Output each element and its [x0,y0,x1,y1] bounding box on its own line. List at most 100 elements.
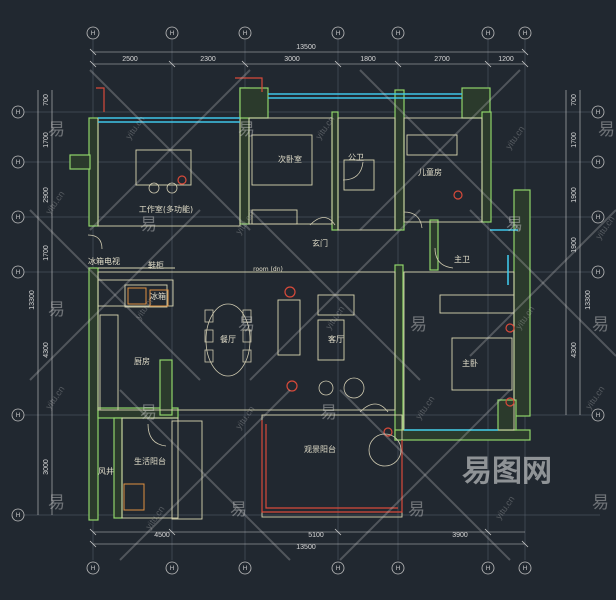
svg-text:易: 易 [238,120,255,140]
bottom-total-dimension: 13500 [296,544,316,551]
svg-text:H: H [16,160,20,166]
svg-text:易: 易 [592,493,609,513]
windows [98,93,518,431]
svg-text:H: H [596,270,600,276]
svg-text:易: 易 [506,215,523,235]
room-label-view-balcony: 观景阳台 [304,444,336,454]
svg-text:易: 易 [408,500,425,520]
room-label-living: 客厅 [328,334,344,344]
svg-text:H: H [91,31,95,37]
svg-text:yitu.cn: yitu.cn [43,384,66,411]
left-dim-1: 700 [43,94,50,106]
top-dim-6: 1200 [498,56,514,63]
room-label-study: 工作室(多功能) [139,204,193,214]
right-dim-1: 700 [571,94,578,106]
right-dim-2: 1700 [571,132,578,148]
svg-text:易: 易 [598,120,615,140]
room-label-master-room: 主卧 [462,358,478,368]
svg-text:易: 易 [238,315,255,335]
svg-text:H: H [596,215,600,221]
left-dim-3: 2900 [43,187,50,203]
svg-text:yitu.cn: yitu.cn [493,494,516,521]
svg-text:H: H [396,31,400,37]
axis-bubbles [11,26,605,575]
walls [69,87,531,521]
left-total-dimension: 13300 [29,290,36,310]
bottom-dim-2: 5100 [308,532,324,539]
right-total-dimension: 13300 [585,290,592,310]
svg-text:H: H [16,215,20,221]
svg-text:H: H [170,31,174,37]
svg-text:H: H [596,413,600,419]
room-label-room: room (dn) [253,266,283,273]
svg-text:H: H [596,160,600,166]
right-dim-4: 1900 [571,237,578,253]
top-dim-5: 2700 [434,56,450,63]
room-label-main-bath: 主卫 [454,254,470,264]
svg-text:yitu.cn: yitu.cn [323,304,346,331]
top-dim-2: 2300 [200,56,216,63]
axis-bubble-labels: H H H H H H H H H H H H H H H H H H H H … [16,31,600,572]
svg-text:yitu.cn: yitu.cn [583,384,606,411]
bottom-dim-3: 3900 [452,532,468,539]
left-dim-2: 1700 [43,132,50,148]
room-label-wind: 风井 [98,466,114,476]
red-elements [96,77,515,513]
svg-text:H: H [16,270,20,276]
top-dim-4: 1800 [360,56,376,63]
left-dim-4: 1700 [43,245,50,261]
room-label-bathroom: 公卫 [348,153,364,162]
svg-text:易: 易 [592,315,609,335]
svg-text:H: H [16,413,20,419]
top-dim-1: 2500 [122,56,138,63]
svg-text:H: H [336,566,340,572]
svg-text:H: H [486,31,490,37]
svg-text:易: 易 [48,493,65,513]
room-label-kids-room: 儿童房 [418,167,442,177]
svg-text:易: 易 [320,403,337,423]
dimension-ticks [89,48,529,548]
svg-text:易: 易 [48,300,65,320]
left-dim-5: 4300 [43,342,50,358]
room-label-entrance: 玄门 [312,238,328,248]
svg-text:yitu.cn: yitu.cn [133,294,156,321]
watermark-lines [29,69,616,561]
left-dim-6: 3000 [43,459,50,475]
top-dim-3: 3000 [284,56,300,63]
svg-text:H: H [243,31,247,37]
svg-text:H: H [523,566,527,572]
right-dim-5: 4300 [571,342,578,358]
svg-text:易: 易 [140,403,157,423]
furniture [87,161,454,467]
room-label-kitchen: 厨房 [134,356,150,366]
svg-text:H: H [396,566,400,572]
svg-text:H: H [243,566,247,572]
svg-text:H: H [486,566,490,572]
svg-text:易: 易 [410,315,427,335]
svg-text:H: H [16,110,20,116]
svg-text:H: H [336,31,340,37]
room-label-fridge: 冰箱 [150,291,166,301]
room-label-laundry-balcony: 生活阳台 [134,456,166,466]
svg-text:易: 易 [230,500,247,520]
room-label-bedroom: 次卧室 [278,154,302,164]
room-label-shoe-cabinet: 鞋柜 [148,260,164,270]
room-label-fridge-cabinet: 冰箱电视 [88,256,120,266]
bottom-dim-1: 4500 [154,532,170,539]
svg-text:yitu.cn: yitu.cn [413,394,436,421]
orange-fixtures [123,287,169,511]
svg-text:易: 易 [140,215,157,235]
svg-text:yitu.cn: yitu.cn [503,124,526,151]
svg-text:易: 易 [48,120,65,140]
room-label-dining: 餐厅 [220,335,236,344]
svg-text:H: H [91,566,95,572]
svg-text:H: H [16,513,20,519]
right-dim-3: 1900 [571,187,578,203]
top-total-dimension: 13500 [296,44,316,51]
svg-text:H: H [170,566,174,572]
svg-text:H: H [596,110,600,116]
brand-watermark: 易图网 [462,454,552,489]
dimension-lines [37,51,581,545]
svg-text:H: H [523,31,527,37]
